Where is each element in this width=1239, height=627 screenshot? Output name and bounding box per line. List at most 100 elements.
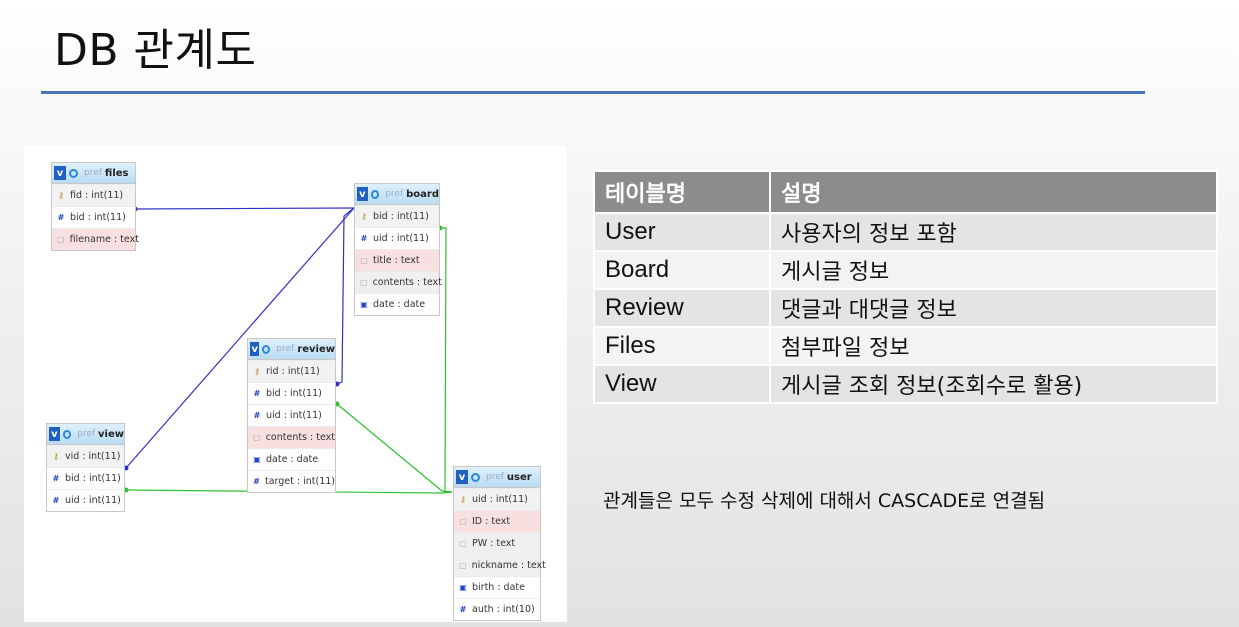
relation-files-board xyxy=(134,207,355,210)
text-type-icon: ▢ xyxy=(57,235,65,244)
column-row[interactable]: # bid : int(11) xyxy=(47,467,124,489)
column-row[interactable]: ▢PW : text xyxy=(454,532,540,554)
table-name: board xyxy=(406,188,439,200)
table-prefix: pref xyxy=(77,429,96,439)
column-row[interactable]: #bid : int(11) xyxy=(52,206,135,228)
column-label: bid : int(11) xyxy=(65,473,121,484)
slide-title: DB 관계도 xyxy=(54,25,257,76)
column-row[interactable]: ⚷ fid : int(11) xyxy=(52,184,135,206)
column-row[interactable]: ▣ birth : date xyxy=(454,576,540,598)
primary-key-icon: ⚷ xyxy=(58,191,64,200)
cell-table-name: Review xyxy=(593,288,771,328)
relation-review-board xyxy=(336,207,355,385)
column-row[interactable]: ▣date : date xyxy=(248,448,335,470)
view-icon[interactable]: v xyxy=(49,427,60,441)
column-row[interactable]: ▢filename : text xyxy=(52,228,139,250)
column-row[interactable]: # uid : int(11) xyxy=(47,489,124,511)
column-row[interactable]: ▢contents : text xyxy=(248,426,335,448)
options-icon[interactable] xyxy=(262,344,271,354)
text-type-icon: ▢ xyxy=(360,256,368,265)
table-row: View 게시글 조회 정보(조회수로 활용) xyxy=(593,364,1218,404)
column-row[interactable]: ▢contents : text xyxy=(355,271,442,293)
options-icon[interactable] xyxy=(62,429,72,439)
column-label: uid : int(11) xyxy=(373,233,429,244)
column-row[interactable]: ▢nickname : text xyxy=(454,554,546,576)
column-label: birth : date xyxy=(472,582,525,593)
table-description: 테이블명 설명 User 사용자의 정보 포함 Board 게시글 정보 Rev… xyxy=(593,170,1218,404)
column-row[interactable]: # uid : int(11) xyxy=(355,227,439,249)
column-label: date : date xyxy=(266,454,319,465)
column-row[interactable]: # uid : int(11) xyxy=(248,404,335,426)
numeric-type-icon: # xyxy=(253,411,261,420)
title-underline xyxy=(41,91,1145,94)
numeric-type-icon: # xyxy=(52,474,60,483)
text-type-icon: ▢ xyxy=(360,278,368,287)
header-description: 설명 xyxy=(769,170,1218,214)
numeric-type-icon: # xyxy=(57,213,65,222)
column-row[interactable]: ⚷uid : int(11) xyxy=(454,488,540,510)
column-label: uid : int(11) xyxy=(65,495,121,506)
column-label: date : date xyxy=(373,299,426,310)
view-icon[interactable]: v xyxy=(357,187,368,201)
table-name: view xyxy=(98,428,124,440)
column-label: auth : int(10) xyxy=(472,604,535,615)
column-row[interactable]: ⚷vid : int(11) xyxy=(47,445,124,467)
options-icon[interactable] xyxy=(370,189,380,199)
text-type-icon: ▢ xyxy=(459,517,467,526)
column-row[interactable]: ▢title : text xyxy=(355,249,439,271)
cell-description: 게시글 정보 xyxy=(769,250,1218,290)
text-type-icon: ▢ xyxy=(253,433,261,442)
column-row[interactable]: ▢ ID : text xyxy=(454,510,540,532)
cell-description: 첨부파일 정보 xyxy=(769,326,1218,366)
column-row[interactable]: ⚷bid : int(11) xyxy=(355,205,439,227)
numeric-type-icon: # xyxy=(52,496,60,505)
options-icon[interactable] xyxy=(69,168,78,178)
cell-table-name: View xyxy=(593,364,771,404)
column-label: bid : int(11) xyxy=(266,388,322,399)
table-prefix: pref xyxy=(276,344,295,354)
view-icon[interactable]: v xyxy=(456,470,468,484)
header-table-name: 테이블명 xyxy=(593,170,771,214)
column-label: nickname : text xyxy=(471,560,546,571)
table-header-row: 테이블명 설명 xyxy=(593,170,1218,214)
column-row[interactable]: # auth : int(10) xyxy=(454,598,540,620)
column-label: fid : int(11) xyxy=(70,190,124,201)
column-label: ID : text xyxy=(472,516,511,527)
view-icon[interactable]: v xyxy=(250,342,260,356)
date-type-icon: ▣ xyxy=(360,300,368,309)
table-prefix: pref xyxy=(486,472,504,482)
options-icon[interactable] xyxy=(471,472,480,482)
numeric-type-icon: # xyxy=(459,605,467,614)
column-row[interactable]: #target : int(11) xyxy=(248,470,335,492)
relation-view-user xyxy=(125,489,453,494)
relation-view-board xyxy=(125,207,355,469)
primary-key-icon: ⚷ xyxy=(254,367,260,376)
view-icon[interactable]: v xyxy=(54,166,66,180)
cell-table-name: Files xyxy=(593,326,771,366)
column-label: rid : int(11) xyxy=(266,366,320,377)
numeric-type-icon: # xyxy=(253,389,261,398)
date-type-icon: ▣ xyxy=(459,583,467,592)
relation-board-user xyxy=(440,227,452,493)
table-name: files xyxy=(104,167,129,179)
column-row[interactable]: # bid : int(11) xyxy=(248,382,335,404)
column-label: uid : int(11) xyxy=(266,410,322,421)
numeric-type-icon: # xyxy=(360,234,368,243)
column-row[interactable]: ▣ date : date xyxy=(355,293,439,315)
table-row: User 사용자의 정보 포함 xyxy=(593,212,1218,252)
column-label: PW : text xyxy=(472,538,516,549)
numeric-type-icon: # xyxy=(253,477,260,486)
table-row: Board 게시글 정보 xyxy=(593,250,1218,290)
column-row[interactable]: ⚷ rid : int(11) xyxy=(248,360,335,382)
